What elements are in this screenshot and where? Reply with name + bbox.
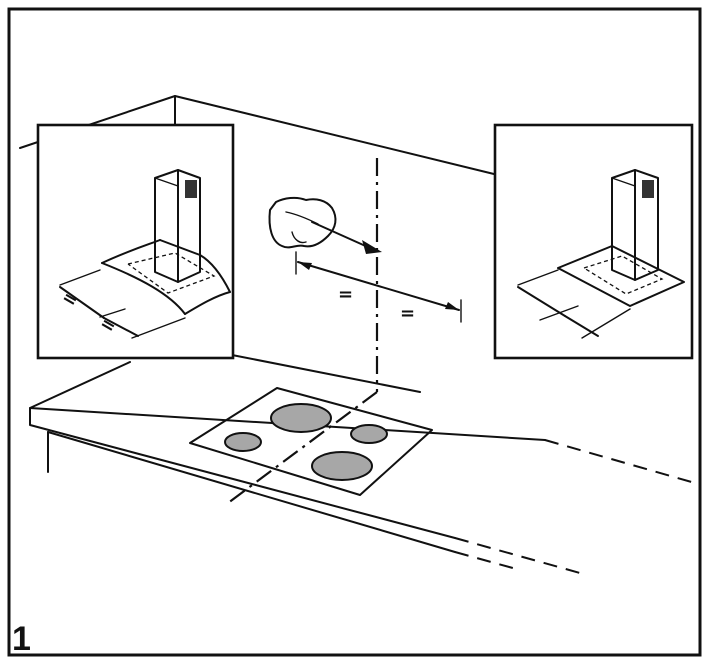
inset-curved-hood: = = [36,123,235,360]
burner-small-left [224,432,262,452]
equal-mark-right: = [400,303,415,324]
center-line [227,158,379,504]
hand-marking-pencil-icon [268,196,382,254]
wall-dimension: = = [295,251,462,324]
countertop [29,361,696,574]
inset-flat-hood [493,123,694,360]
burner-large-back [270,403,332,433]
burner-small-right [350,424,388,444]
cooktop [189,387,433,496]
equal-mark-left: = [338,284,353,305]
burner-large-front [311,451,373,481]
step-number: 1 [12,620,31,658]
